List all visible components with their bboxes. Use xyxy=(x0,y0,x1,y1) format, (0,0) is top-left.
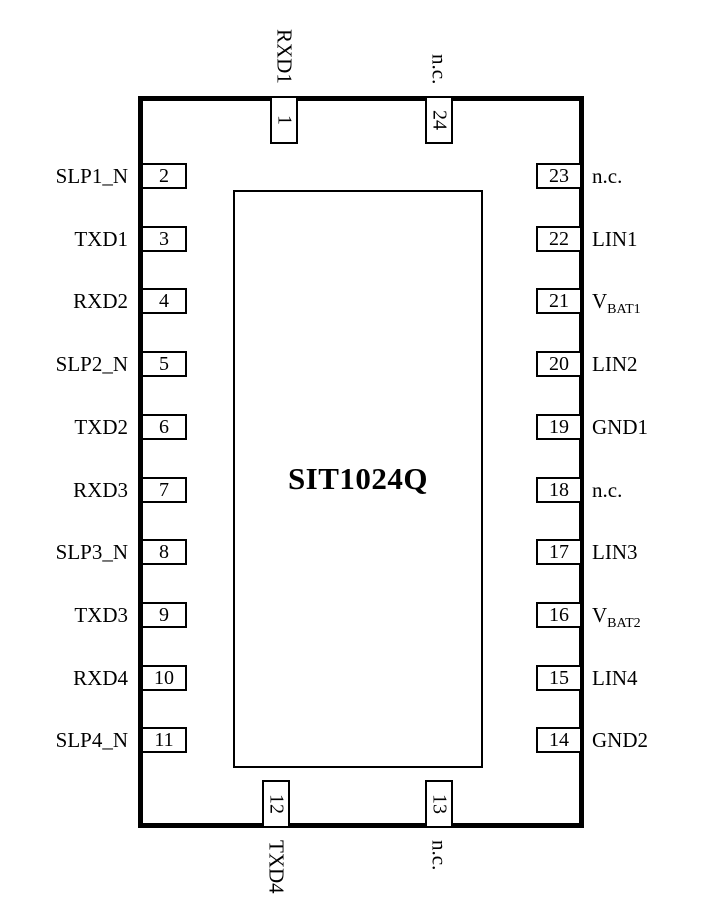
pin-number: 17 xyxy=(549,540,569,563)
pin-label: LIN2 xyxy=(592,352,638,376)
pin-number: 7 xyxy=(159,478,169,501)
pin-number: 22 xyxy=(549,227,569,250)
pin-label: GND2 xyxy=(592,728,648,752)
pin-number: 2 xyxy=(159,164,169,187)
pin-box: 19 xyxy=(536,414,582,440)
pin-label: RXD4 xyxy=(73,666,128,690)
pin-label: n.c. xyxy=(425,840,453,913)
pin-label: SLP4_N xyxy=(55,728,128,752)
pin-label: SLP2_N xyxy=(55,352,128,376)
pin-label-text: RXD1 xyxy=(272,29,297,84)
pin-number: 14 xyxy=(549,728,569,751)
pin-label: VBAT2 xyxy=(592,603,641,632)
pin-label: n.c. xyxy=(592,164,623,188)
pin-label-text: TXD4 xyxy=(264,840,289,894)
pin-number: 8 xyxy=(159,540,169,563)
pin-label: n.c. xyxy=(592,478,623,502)
pin-box: 14 xyxy=(536,727,582,753)
pin-box: 2 xyxy=(141,163,187,189)
pin-box: 16 xyxy=(536,602,582,628)
pin-number: 12 xyxy=(265,794,288,814)
pin-number: 19 xyxy=(549,415,569,438)
pin-label-subscript: BAT1 xyxy=(607,302,641,318)
pin-box: 23 xyxy=(536,163,582,189)
pin-box: 12 xyxy=(262,780,290,828)
pin-number: 15 xyxy=(549,666,569,689)
pin-box: 10 xyxy=(141,665,187,691)
pin-number: 23 xyxy=(549,164,569,187)
pin-label: RXD3 xyxy=(73,478,128,502)
pin-label: TXD3 xyxy=(74,603,128,627)
pin-label: VBAT1 xyxy=(592,289,641,318)
pin-label: LIN1 xyxy=(592,227,638,251)
pin-box: 9 xyxy=(141,602,187,628)
pin-box: 3 xyxy=(141,226,187,252)
pin-box: 15 xyxy=(536,665,582,691)
pin-label: SLP3_N xyxy=(55,540,128,564)
chip-inner-outline: SIT1024Q xyxy=(233,190,483,768)
pin-number: 16 xyxy=(549,603,569,626)
pin-box: 6 xyxy=(141,414,187,440)
pin-number: 21 xyxy=(549,289,569,312)
pin-label: TXD1 xyxy=(74,227,128,251)
pin-label: RXD1 xyxy=(270,0,298,84)
chip-name: SIT1024Q xyxy=(287,461,429,496)
pin-box: 24 xyxy=(425,96,453,144)
pin-label: TXD2 xyxy=(74,415,128,439)
pin-number: 18 xyxy=(549,478,569,501)
pin-label: LIN3 xyxy=(592,540,638,564)
pin-label: TXD4 xyxy=(262,840,290,913)
pin-box: 20 xyxy=(536,351,582,377)
pin-number: 4 xyxy=(159,289,169,312)
pin-number: 11 xyxy=(154,728,174,751)
pin-box: 22 xyxy=(536,226,582,252)
pin-box: 8 xyxy=(141,539,187,565)
pin-label: SLP1_N xyxy=(55,164,128,188)
pin-box: 17 xyxy=(536,539,582,565)
pin-number: 9 xyxy=(159,603,169,626)
pin-box: 11 xyxy=(141,727,187,753)
pin-number: 13 xyxy=(428,794,451,814)
pin-number: 1 xyxy=(273,115,296,125)
pin-box: 21 xyxy=(536,288,582,314)
pin-number: 3 xyxy=(159,227,169,250)
pin-number: 10 xyxy=(154,666,174,689)
pin-label: n.c. xyxy=(425,0,453,84)
pin-box: 7 xyxy=(141,477,187,503)
pin-number: 20 xyxy=(549,352,569,375)
pin-box: 5 xyxy=(141,351,187,377)
pin-number: 6 xyxy=(159,415,169,438)
pin-box: 4 xyxy=(141,288,187,314)
pin-label: RXD2 xyxy=(73,289,128,313)
pin-label-text: n.c. xyxy=(427,53,452,84)
pin-box: 1 xyxy=(270,96,298,144)
pin-label: GND1 xyxy=(592,415,648,439)
pin-number: 5 xyxy=(159,352,169,375)
pin-box: 13 xyxy=(425,780,453,828)
pin-number: 24 xyxy=(428,110,451,130)
pin-label-text: n.c. xyxy=(427,840,452,871)
pin-label-subscript: BAT2 xyxy=(607,616,641,632)
pin-box: 18 xyxy=(536,477,582,503)
pin-label: LIN4 xyxy=(592,666,638,690)
